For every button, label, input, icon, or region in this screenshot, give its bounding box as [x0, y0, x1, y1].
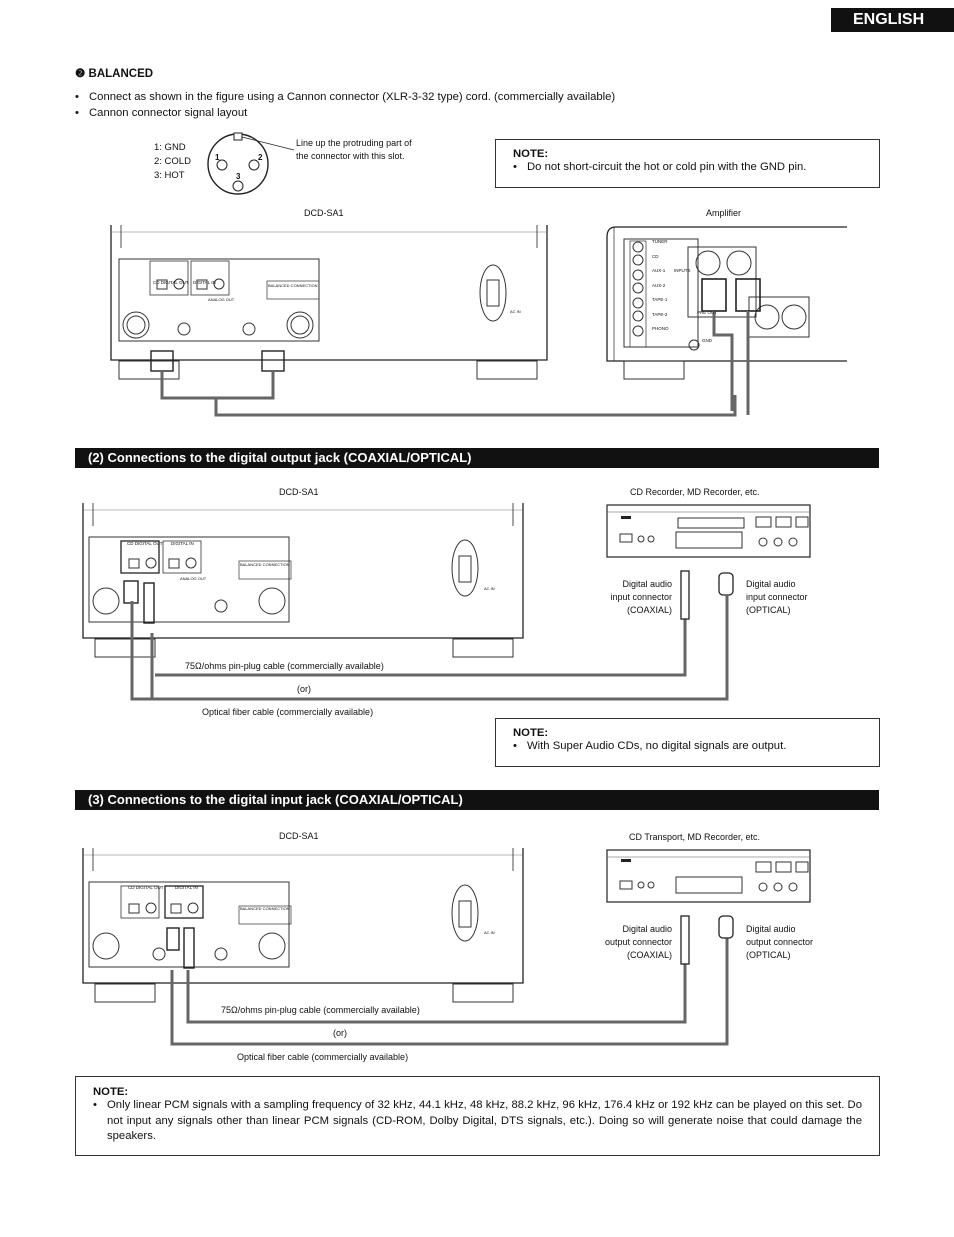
- xlr-pin-3: [232, 180, 244, 192]
- cd-recorder-front-panel: [606, 504, 811, 558]
- amp-input-tape1: TAPE-1: [652, 297, 668, 302]
- section3-cable-optical-label: Optical fiber cable (commercially availa…: [237, 1052, 409, 1062]
- balanced-note-box: NOTE: Do not short-circuit the hot or co…: [495, 139, 880, 188]
- amp-input-aux1: AUX-1: [652, 268, 666, 273]
- balanced-bullet-1: Connect as shown in the figure using a C…: [75, 89, 615, 105]
- amp-input-labels: TUNER CD AUX-1 AUX-2 TAPE-1 TAPE-2 PHONO: [652, 235, 669, 337]
- balanced-panel-ac-in-label: AC IN: [510, 309, 521, 314]
- s3-panel-balanced-conn-label: BALANCED CONNECTION: [240, 906, 290, 911]
- section2-label-dcd: DCD-SA1: [279, 487, 319, 497]
- section3-cable-coax-label: 75Ω/ohms pin-plug cable (commercially av…: [221, 1005, 420, 1015]
- pin-legend-hot: 3: HOT: [154, 170, 185, 181]
- section2-label-recorder: CD Recorder, MD Recorder, etc.: [630, 487, 760, 497]
- amp-input-phono: PHONO: [652, 326, 669, 331]
- s2-panel-ac-in-label: AC IN: [484, 586, 495, 591]
- balanced-panel-digital-out-label: CD DIGITAL OUT: [153, 280, 189, 285]
- language-tab: ENGLISH: [831, 8, 954, 32]
- final-note-body: • Only linear PCM signals with a samplin…: [93, 1098, 862, 1145]
- section2-note-title: NOTE:: [513, 727, 549, 739]
- section3-optical-label: Digital audio output connector (OPTICAL): [746, 923, 813, 962]
- amp-inputs-label: INPUTS: [674, 268, 691, 273]
- section2-or-label: (or): [297, 684, 311, 694]
- slot-note-line-1: Line up the protruding part of: [296, 138, 412, 148]
- section3-label-transport: CD Transport, MD Recorder, etc.: [629, 832, 761, 842]
- amp-gnd-label: GND: [702, 338, 712, 343]
- s3-coax-line1: Digital audio: [622, 924, 672, 934]
- s3-panel-digital-out-label: CD DIGITAL OUT: [128, 885, 164, 890]
- xlr-pin-2: [248, 159, 260, 171]
- s3-coax-line2: output connector: [604, 937, 672, 947]
- section3-or-label: (or): [333, 1028, 347, 1038]
- s2-opt-line1: Digital audio: [746, 579, 796, 589]
- balanced-note-text: Do not short-circuit the hot or cold pin…: [513, 160, 879, 176]
- pin-legend-cold: 2: COLD: [154, 156, 191, 167]
- section2-title-bar: (2) Connections to the digital output ja…: [75, 448, 879, 468]
- amp-input-cd: CD: [652, 253, 659, 259]
- final-note-text: Only linear PCM signals with a sampling …: [107, 1099, 862, 1142]
- balanced-bullet-list: Connect as shown in the figure using a C…: [75, 89, 615, 121]
- slot-note: Line up the protruding part of the conne…: [296, 137, 412, 163]
- s3-opt-line2: output connector: [746, 937, 814, 947]
- final-note-bullet: •: [93, 1099, 97, 1111]
- pin-legend-gnd: 1: GND: [154, 142, 186, 153]
- pin-number-2: 2: [258, 153, 263, 162]
- section2-cable-coax-label: 75Ω/ohms pin-plug cable (commercially av…: [185, 661, 384, 671]
- final-note-box: NOTE: • Only linear PCM signals with a s…: [75, 1076, 880, 1156]
- s2-opt-line3: (OPTICAL): [746, 605, 791, 615]
- balanced-panel-analog-out-label: ANALOG OUT: [208, 297, 235, 302]
- section2-note-box: NOTE: With Super Audio CDs, no digital s…: [495, 718, 880, 767]
- final-note-title: NOTE:: [93, 1086, 129, 1098]
- balanced-cable: [214, 395, 737, 417]
- slot-leader-line: [241, 136, 295, 151]
- section3-title-bar: (3) Connections to the digital input jac…: [75, 790, 879, 810]
- xlr-connector-diagram: [207, 132, 295, 195]
- s2-panel-balanced-conn-label: BALANCED CONNECTION: [240, 562, 290, 567]
- balanced-heading: ❷ BALANCED: [75, 66, 153, 80]
- amp-input-tape2: TAPE-2: [652, 311, 668, 317]
- s3-opt-line3: (OPTICAL): [746, 950, 791, 960]
- section2-optical-label: Digital audio input connector (OPTICAL): [746, 578, 808, 617]
- s3-coax-line3: (COAXIAL): [626, 950, 672, 960]
- amp-pre-out-label: PRE OUT: [697, 310, 718, 315]
- s2-opt-line2: input connector: [746, 592, 808, 602]
- s2-panel-digital-out-label: CD DIGITAL OUT: [127, 541, 163, 546]
- section3-coax-label: Digital audio output connector (COAXIAL): [568, 923, 672, 962]
- xlr-slot: [233, 132, 243, 141]
- s2-panel-analog-out-label: ANALOG OUT: [180, 576, 207, 581]
- pin-legend: 1: GND 2: COLD 3: HOT: [154, 141, 191, 183]
- circled-number-marker: ❷: [75, 68, 86, 80]
- cd-transport-front-panel: [606, 849, 811, 903]
- section2-cable-optical: [130, 595, 729, 701]
- amp-input-aux2: AUX-2: [652, 282, 666, 288]
- balanced-bullet-2: Cannon connector signal layout: [75, 105, 615, 121]
- dcd-sa1-rear-panel-digital-out: [82, 503, 524, 658]
- slot-note-line-2: the connector with this slot.: [296, 151, 405, 161]
- s3-panel-digital-in-label: DIGITAL IN: [175, 885, 198, 890]
- balanced-label-dcd: DCD-SA1: [304, 208, 344, 218]
- balanced-heading-text: BALANCED: [88, 68, 154, 80]
- balanced-label-amplifier: Amplifier: [706, 208, 742, 218]
- balanced-panel-balanced-conn-label: BALANCED CONNECTION: [268, 283, 318, 288]
- section2-cable-optical-label: Optical fiber cable (commercially availa…: [202, 707, 374, 717]
- s3-opt-line1: Digital audio: [746, 924, 796, 934]
- pin-number-1: 1: [215, 153, 220, 162]
- s2-coax-line3: (COAXIAL): [626, 605, 672, 615]
- section3-cables: [170, 915, 734, 1046]
- section3-label-dcd: DCD-SA1: [279, 831, 319, 841]
- balanced-panel-digital-in-label: DIGITAL IN: [193, 280, 216, 285]
- s2-panel-digital-in-label: DIGITAL IN: [171, 541, 194, 546]
- dcd-sa1-rear-panel-digital-in: [82, 848, 524, 1003]
- balanced-note-title: NOTE:: [513, 148, 549, 160]
- section2-coax-label: Digital audio input connector (COAXIAL): [568, 578, 672, 617]
- s2-coax-line1: Digital audio: [622, 579, 672, 589]
- dcd-sa1-rear-panel-balanced: [110, 225, 548, 400]
- s3-panel-ac-in-label: AC IN: [484, 930, 495, 935]
- pin-number-3: 3: [236, 172, 241, 181]
- section2-note-text: With Super Audio CDs, no digital signals…: [513, 739, 879, 755]
- amp-input-tuner: TUNER: [652, 239, 668, 244]
- xlr-pin-1: [216, 159, 228, 171]
- amplifier-rear-panel: [606, 226, 847, 415]
- s2-coax-line2: input connector: [610, 592, 672, 602]
